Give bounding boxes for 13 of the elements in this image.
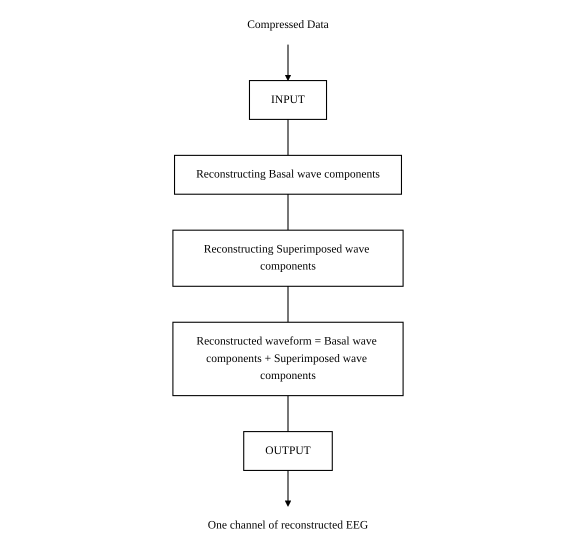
connector (286, 119, 288, 156)
connector (286, 396, 288, 432)
node-box: Reconstructed waveform = Basal wave components + Superimposed wave components (172, 322, 404, 396)
node-text: One channel of reconstructed EEG (207, 519, 368, 532)
arrow (284, 44, 291, 81)
arrow (284, 470, 291, 507)
node-box: Reconstructing Basal wave components (173, 154, 402, 195)
node-box: Reconstructing Superimposed wave components (172, 230, 404, 287)
connector (286, 194, 288, 230)
node-box: INPUT (248, 80, 327, 120)
node-text: Compressed Data (246, 18, 328, 31)
node-box: OUTPUT (242, 431, 332, 471)
connector (286, 286, 288, 322)
